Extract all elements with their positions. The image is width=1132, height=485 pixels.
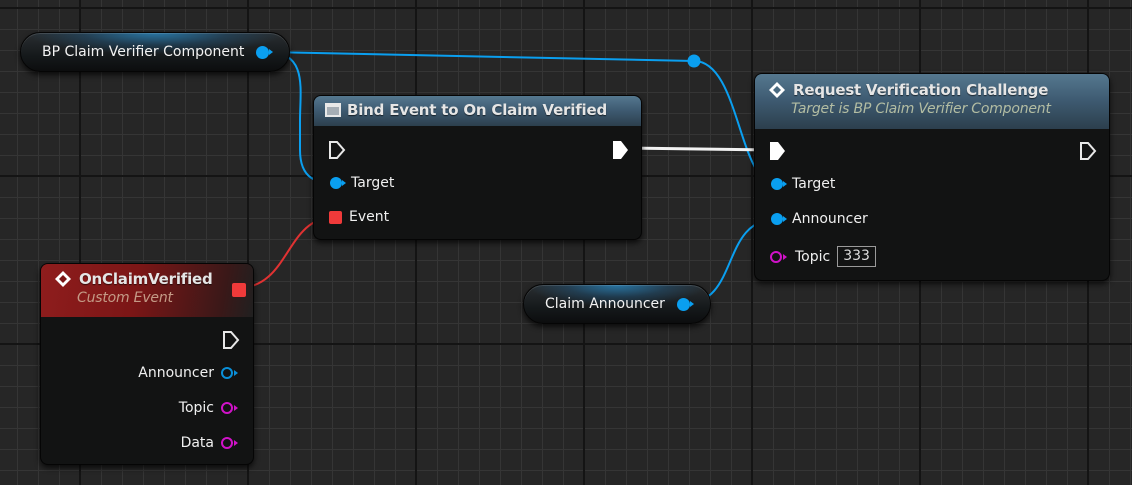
exec-output-pin[interactable] bbox=[1079, 141, 1097, 161]
node-subtitle: Target is BP Claim Verifier Component bbox=[791, 101, 1051, 117]
node-header[interactable]: OnClaimVerified Custom Event bbox=[41, 264, 253, 317]
string-input-pin-icon bbox=[770, 250, 787, 263]
event-diamond-icon bbox=[55, 271, 71, 287]
object-output-pin-icon bbox=[221, 367, 238, 379]
node-title: Request Verification Challenge bbox=[793, 81, 1049, 99]
function-icon bbox=[325, 103, 341, 117]
pin-announcer[interactable]: Announcer bbox=[771, 211, 868, 227]
wire-exec-bind-to-request[interactable] bbox=[625, 146, 773, 152]
object-input-pin-icon bbox=[771, 178, 787, 190]
pin-topic[interactable]: Topic 333 bbox=[770, 246, 876, 267]
string-output-pin-icon bbox=[221, 402, 238, 414]
pin-event[interactable]: Event bbox=[329, 209, 389, 225]
object-output-pin[interactable] bbox=[256, 46, 273, 59]
string-output-pin-icon bbox=[221, 437, 238, 449]
node-subtitle: Custom Event bbox=[77, 290, 173, 306]
pin-target[interactable]: Target bbox=[771, 176, 835, 192]
pin-announcer[interactable]: Announcer bbox=[138, 365, 238, 381]
variable-node-bp-claim-verifier[interactable]: BP Claim Verifier Component bbox=[20, 32, 290, 72]
delegate-output-pin[interactable] bbox=[232, 283, 246, 297]
pin-topic[interactable]: Topic bbox=[179, 400, 238, 416]
node-title: OnClaimVerified bbox=[79, 270, 213, 288]
node-bind-event[interactable]: Bind Event to On Claim Verified Target E… bbox=[313, 95, 642, 240]
event-diamond-icon bbox=[769, 82, 785, 98]
exec-output-pin[interactable] bbox=[612, 140, 630, 160]
topic-value-input[interactable]: 333 bbox=[837, 246, 876, 267]
pin-target[interactable]: Target bbox=[330, 175, 394, 191]
node-on-claim-verified-event[interactable]: OnClaimVerified Custom Event Announcer T… bbox=[40, 263, 254, 465]
node-header[interactable]: Bind Event to On Claim Verified bbox=[314, 96, 641, 126]
delegate-input-pin-icon bbox=[329, 210, 342, 224]
object-input-pin-icon bbox=[330, 177, 346, 189]
node-header[interactable]: Request Verification Challenge Target is… bbox=[755, 74, 1109, 129]
node-request-verification-challenge[interactable]: Request Verification Challenge Target is… bbox=[754, 73, 1110, 281]
node-title: Bind Event to On Claim Verified bbox=[347, 101, 607, 119]
variable-node-claim-announcer[interactable]: Claim Announcer bbox=[523, 284, 711, 324]
exec-input-pin[interactable] bbox=[328, 140, 346, 160]
wire-reroute-knot[interactable] bbox=[687, 54, 701, 68]
variable-label: BP Claim Verifier Component bbox=[42, 44, 245, 60]
variable-label: Claim Announcer bbox=[545, 296, 665, 312]
object-input-pin-icon bbox=[771, 213, 787, 225]
object-output-pin[interactable] bbox=[677, 298, 694, 311]
exec-input-pin[interactable] bbox=[769, 141, 787, 161]
pin-data[interactable]: Data bbox=[181, 435, 238, 451]
exec-output-pin[interactable] bbox=[222, 330, 240, 350]
